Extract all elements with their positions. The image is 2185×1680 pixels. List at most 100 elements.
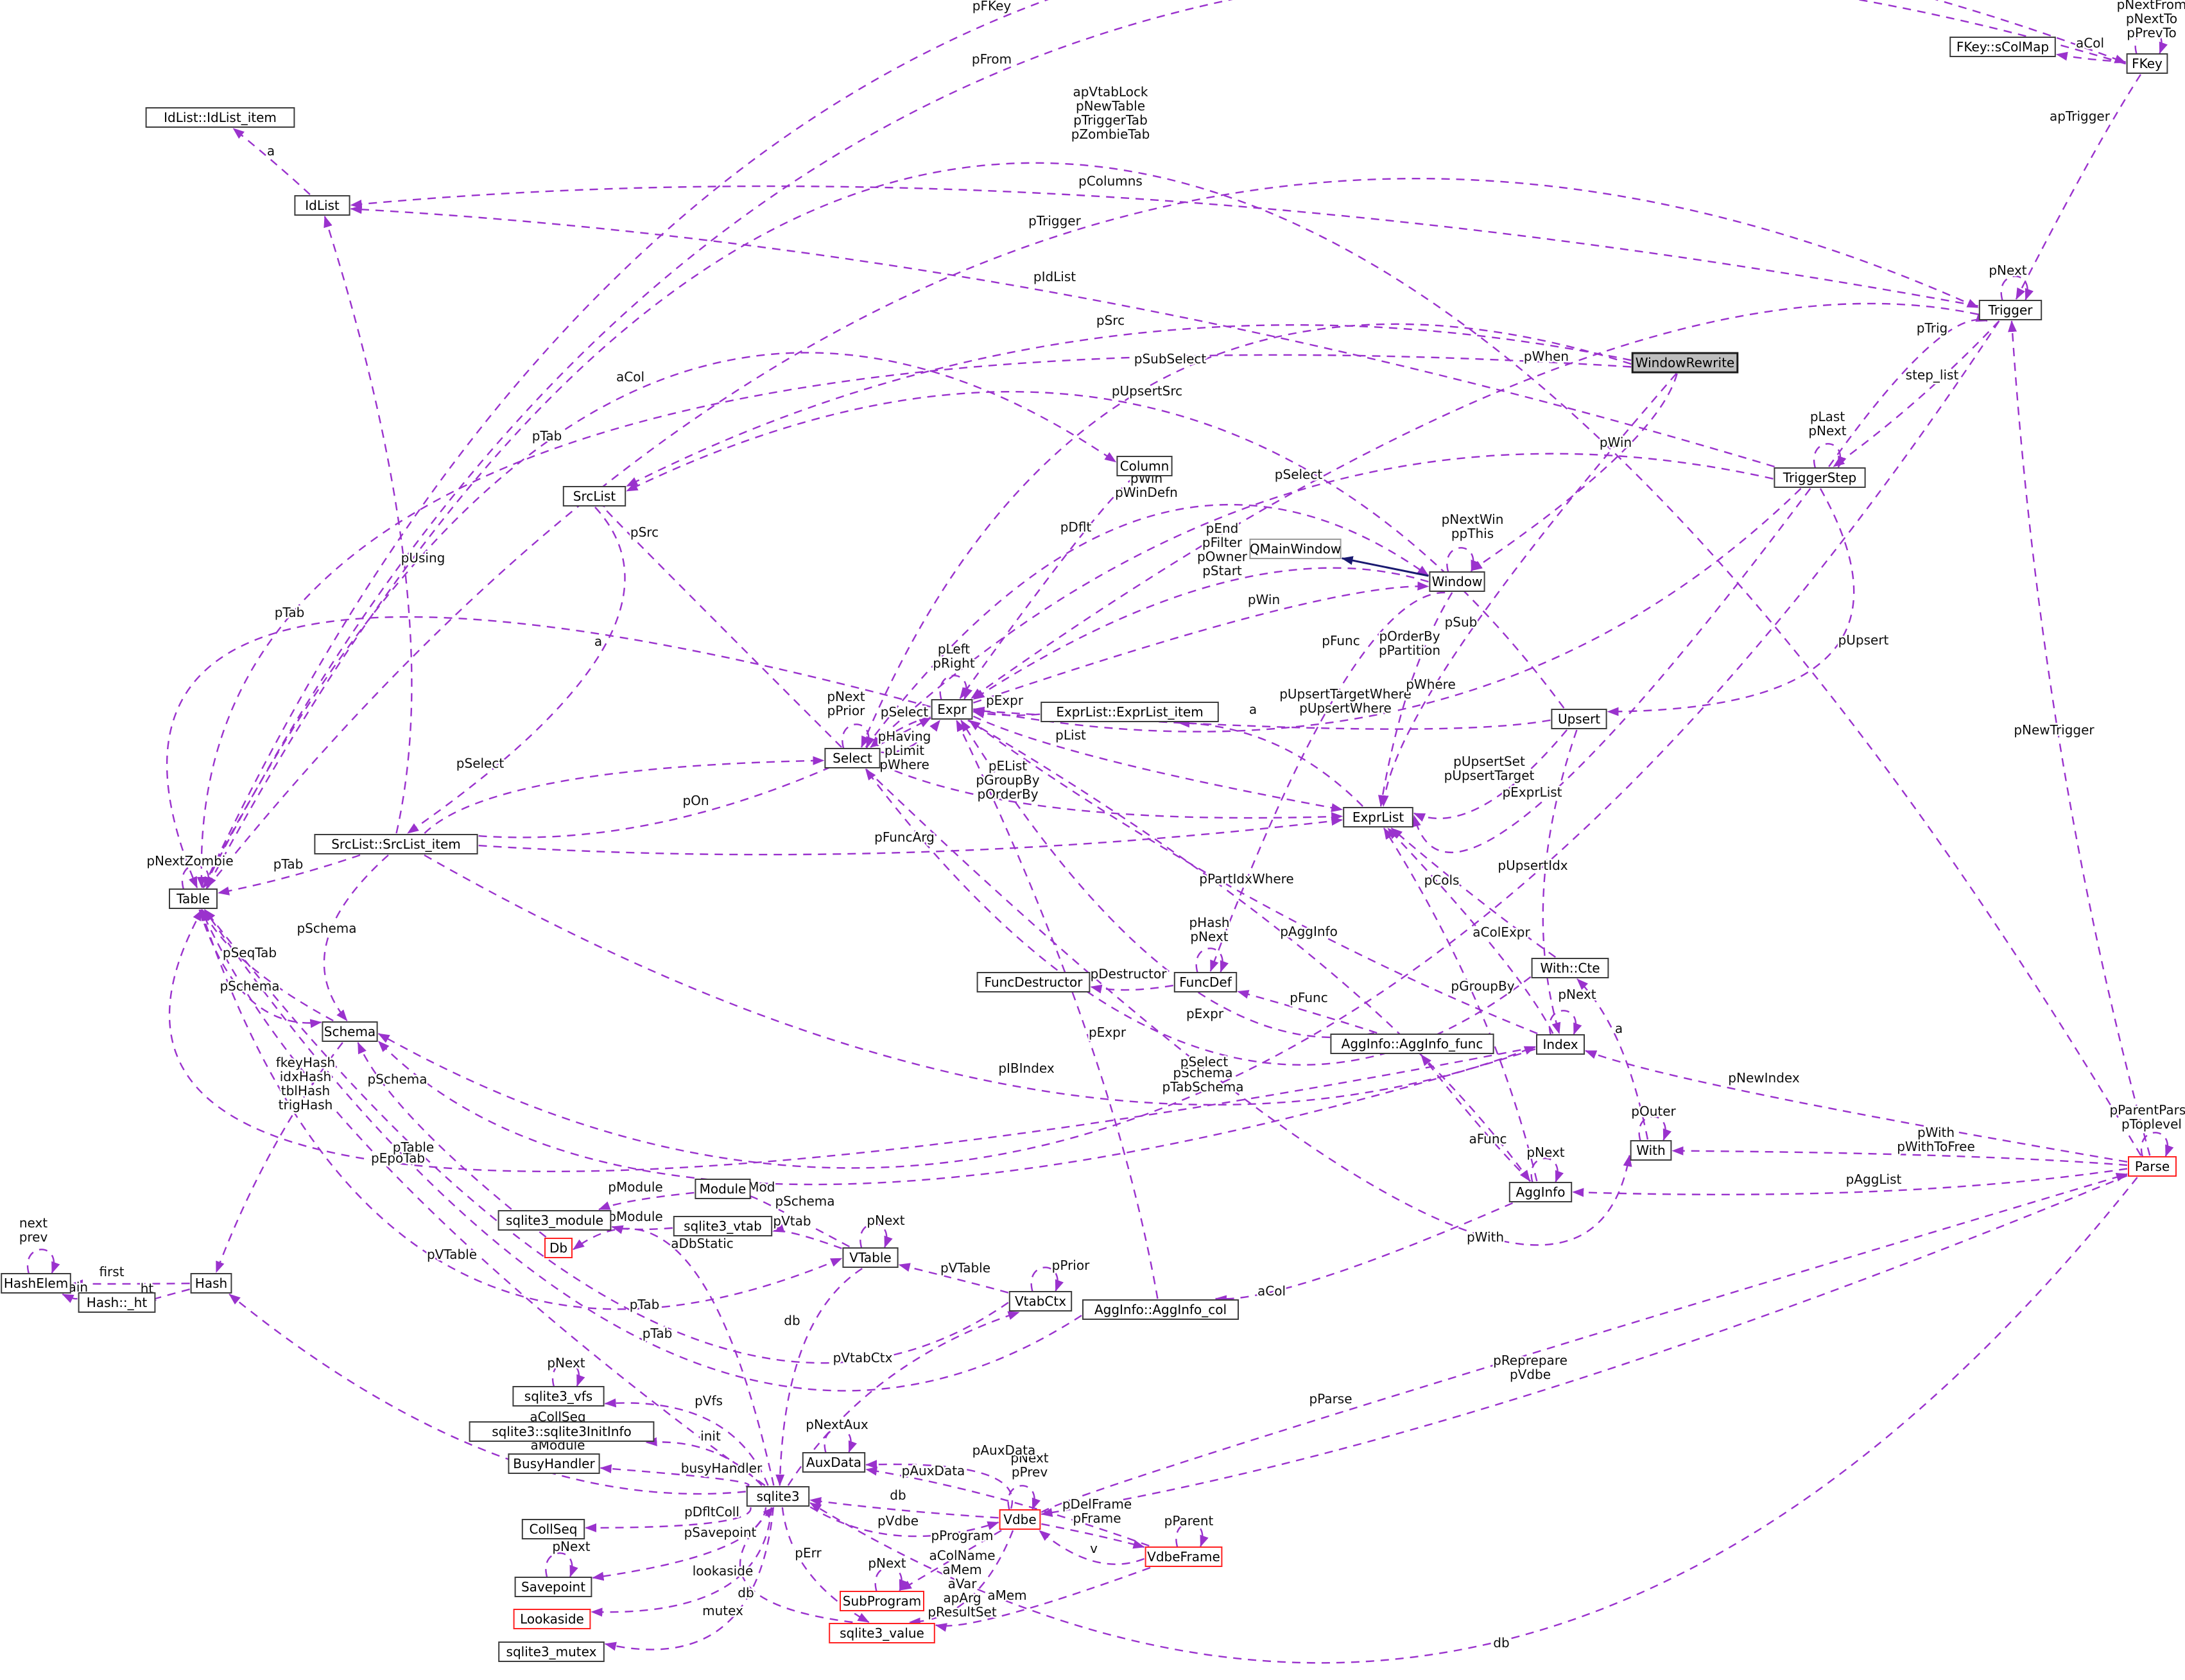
node-busyhandler[interactable]: BusyHandler (508, 1453, 600, 1474)
node-hashelem[interactable]: HashElem (1, 1273, 71, 1294)
edge-fkey-table (203, 0, 2126, 888)
node-db[interactable]: Db (544, 1238, 573, 1258)
edge-label: pNext (867, 1213, 904, 1228)
edge-label: pTable (393, 1139, 434, 1155)
edge-vtabctx-vtabctx (1030, 1267, 1064, 1292)
node-with[interactable]: With (1630, 1140, 1672, 1161)
node-label: sqlite3::sqlite3InitInfo (492, 1424, 632, 1439)
node-sqlite3_vtab[interactable]: sqlite3_vtab (673, 1216, 773, 1236)
edge-label: step_list (1906, 367, 1959, 383)
node-hash_ht[interactable]: Hash::_ht (78, 1292, 156, 1313)
edge-label: pOuter (1631, 1104, 1676, 1119)
edge-label: pUsing (401, 550, 445, 566)
edge-label: pExpr (1089, 1025, 1127, 1040)
node-qmainwindow[interactable]: QMainWindow (1249, 539, 1342, 559)
node-funcdef[interactable]: FuncDef (1173, 972, 1238, 992)
edge-label: pSub (1445, 614, 1478, 630)
edge-label: aCol (616, 369, 644, 385)
node-index[interactable]: Index (1536, 1034, 1585, 1055)
node-agginfo_func[interactable]: AggInfo::AggInfo_func (1330, 1034, 1494, 1054)
edge-index-expr (969, 720, 1538, 1035)
node-savepoint[interactable]: Savepoint (514, 1577, 592, 1597)
node-label: Expr (937, 702, 967, 717)
edge-label: pUpsert (1838, 632, 1889, 648)
node-sqlite3_vfs[interactable]: sqlite3_vfs (512, 1386, 605, 1407)
node-vdbe[interactable]: Vdbe (999, 1509, 1041, 1530)
edge-srclist_item-schema (323, 854, 389, 1021)
edge-window-qmainwindow (1341, 556, 1429, 577)
node-fkey_scolmap[interactable]: FKey::sColMap (1949, 37, 2056, 57)
edge-label: a (267, 143, 275, 159)
node-hash[interactable]: Hash (190, 1273, 232, 1294)
node-collseq[interactable]: CollSeq (521, 1519, 585, 1539)
node-parse[interactable]: Parse (2128, 1156, 2177, 1177)
edge-label: a (594, 634, 602, 649)
edge-sqlite3-busyhandler (600, 1464, 750, 1487)
node-label: Table (176, 891, 210, 906)
edge-select-with (865, 768, 1632, 1246)
edge-select-expr (881, 720, 941, 754)
edge-label: mutex (702, 1603, 743, 1618)
edge-agginfo-exprlist (1383, 827, 1538, 1182)
node-srclist[interactable]: SrcList (562, 486, 626, 507)
edge-triggerstep-exprlist (1412, 488, 1811, 854)
node-sqlite3_value[interactable]: sqlite3_value (829, 1623, 935, 1643)
edge-trigger-schema (377, 320, 2000, 1169)
edge-label: db (890, 1487, 906, 1503)
node-funcdestructor[interactable]: FuncDestructor (976, 972, 1091, 992)
node-vtabctx[interactable]: VtabCtx (1008, 1291, 1073, 1312)
node-sqlite3[interactable]: sqlite3 (746, 1486, 810, 1507)
edge-label: pOn (682, 793, 709, 808)
edge-label: pModule (608, 1209, 662, 1224)
node-agginfo[interactable]: AggInfo (1508, 1182, 1573, 1202)
edge-trigger-idlist (350, 185, 1979, 307)
node-srclist_item[interactable]: SrcList::SrcList_item (314, 834, 478, 854)
edge-triggerstep-upsert (1607, 488, 1855, 716)
node-triggerstep[interactable]: TriggerStep (1774, 467, 1866, 488)
edge-vdbeframe-auxdata (865, 1466, 1150, 1547)
edge-label: pExpr (986, 693, 1024, 708)
node-vtable[interactable]: VTable (842, 1247, 899, 1268)
node-exprlist[interactable]: ExprList (1343, 807, 1413, 827)
edge-agginfo-agginfo_func (1421, 1054, 1532, 1182)
edge-expr-expr (939, 675, 972, 700)
node-windowrewrite[interactable]: WindowRewrite (1631, 352, 1739, 374)
node-exprlist_item[interactable]: ExprList::ExprList_item (1041, 702, 1219, 722)
node-agginfo_col[interactable]: AggInfo::AggInfo_col (1082, 1299, 1239, 1320)
node-sqlite3_module[interactable]: sqlite3_module (497, 1210, 612, 1231)
edge-sqlite3-hash (229, 1294, 746, 1495)
node-sqlite3_mutex[interactable]: sqlite3_mutex (498, 1641, 605, 1662)
edge-index-index (1548, 1010, 1582, 1035)
node-schema[interactable]: Schema (322, 1021, 378, 1042)
node-vdbeframe[interactable]: VdbeFrame (1144, 1546, 1223, 1567)
node-init_info[interactable]: sqlite3::sqlite3InitInfo (469, 1421, 655, 1442)
node-idlist[interactable]: IdList (294, 195, 350, 216)
edge-label: pVfs (695, 1393, 723, 1408)
node-window[interactable]: Window (1429, 571, 1485, 592)
node-subprogram[interactable]: SubProgram (840, 1591, 924, 1611)
edge-triggerstep-idlist (350, 205, 1775, 468)
node-fkey[interactable]: FKey (2126, 53, 2168, 74)
node-label: Window (1432, 574, 1483, 589)
node-upsert[interactable]: Upsert (1551, 709, 1607, 729)
node-trigger[interactable]: Trigger (1978, 300, 2042, 320)
node-cte[interactable]: With::Cte (1531, 958, 1609, 978)
node-idlist_item[interactable]: IdList::IdList_item (145, 107, 295, 128)
edge-vtable-vtable (859, 1223, 893, 1249)
node-label: SrcList (573, 489, 616, 504)
edge-parse-trigger (2008, 320, 2151, 1156)
node-select[interactable]: Select (824, 748, 881, 768)
edge-label: pSrc (1096, 313, 1125, 328)
node-lookaside[interactable]: Lookaside (513, 1609, 591, 1629)
edge-label: pGroupBy (1451, 978, 1514, 994)
node-auxdata[interactable]: AuxData (802, 1452, 866, 1473)
node-column[interactable]: Column (1116, 456, 1173, 476)
edge-label: pExpr (1186, 1006, 1224, 1021)
node-module[interactable]: Module (695, 1179, 751, 1199)
node-label: SubProgram (843, 1593, 921, 1609)
node-expr[interactable]: Expr (931, 699, 973, 720)
node-table[interactable]: Table (169, 888, 218, 909)
